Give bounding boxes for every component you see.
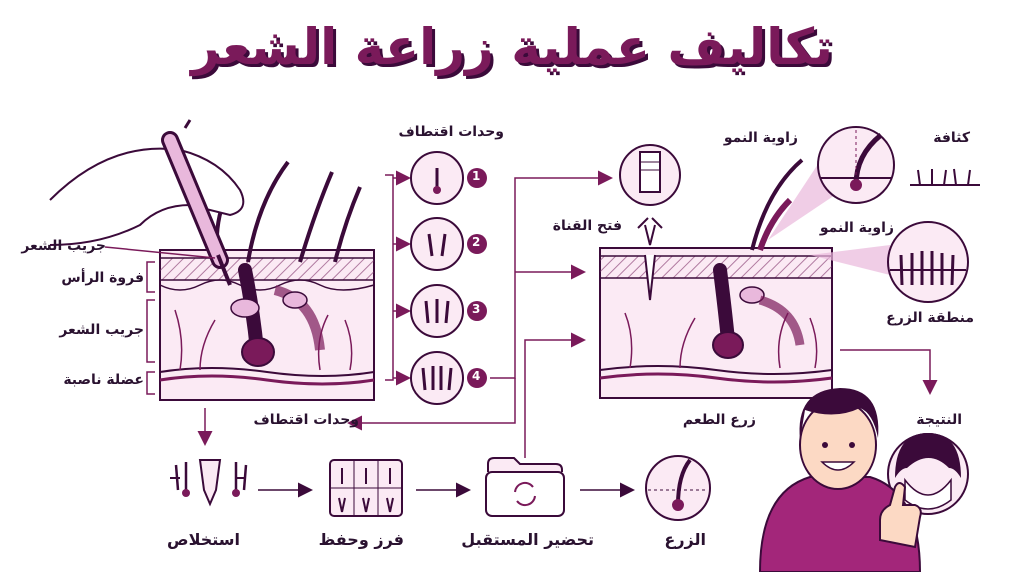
happy-man-illustration [758,388,922,572]
label-step-extract: استخلاص [167,530,240,549]
zoom-cone-zone [810,245,890,275]
growth-angle-magnifier [817,126,895,204]
result-head-icon [887,433,969,515]
label-unit-4: 4 [472,369,481,383]
harvest-unit-2 [393,217,487,271]
implant-icon [645,455,711,521]
harvest-brace [385,174,394,381]
label-growth-angle-side: زاوية النمو [819,220,894,236]
sort-store-icon [329,459,403,517]
label-density: كثافة [933,130,970,146]
label-unit-1: 1 [472,169,481,183]
planting-zone-magnifier [887,221,969,303]
label-step-implant: الزرع [664,530,706,549]
harvest-unit-3 [393,284,487,338]
density-icon [910,168,980,186]
prepare-container-icon [485,457,565,517]
harvest-unit-4 [393,351,487,405]
result-arrow [840,349,938,395]
extract-icon [170,459,248,507]
route-back-to-harvest [347,378,516,431]
label-muscle: عضلة ناصبة [63,372,144,388]
label-growth-angle-top: زاوية النمو [723,130,798,146]
zoom-cone-growth [768,158,835,240]
harvest-unit-1 [393,151,487,205]
channel-tool-icon [619,144,681,246]
label-unit-3: 3 [472,302,481,316]
left-bracket [104,246,216,395]
page-title: تكاليف عملية زراعة الشعر [191,18,833,76]
label-planting-zone: منطقة الزرع [886,310,974,326]
donor-skin-section [159,160,375,401]
label-step-sort: فرز وحفظ [318,530,404,549]
label-unit-2: 2 [472,235,481,249]
label-scalp: فروة الرأس [61,270,144,286]
label-harvest-heading: وحدات اقتطاف [398,124,504,140]
label-open-channel: فتح القناة [552,218,622,234]
hand-with-punch-tool [49,119,245,286]
label-harvest-return: وحدات اقتطاف [253,412,359,428]
route-to-channel [490,170,613,379]
label-step-prepare: تحضير المستقبل [461,530,594,549]
label-follicle-top: جريب الشعر [21,238,106,254]
label-graft: زرع الطعم [682,412,756,428]
label-follicle-mid: جريب الشعر [59,322,144,338]
recipient-skin-section [599,158,833,399]
route-up-to-recipient [524,332,586,458]
label-result: النتيجة [916,412,962,428]
